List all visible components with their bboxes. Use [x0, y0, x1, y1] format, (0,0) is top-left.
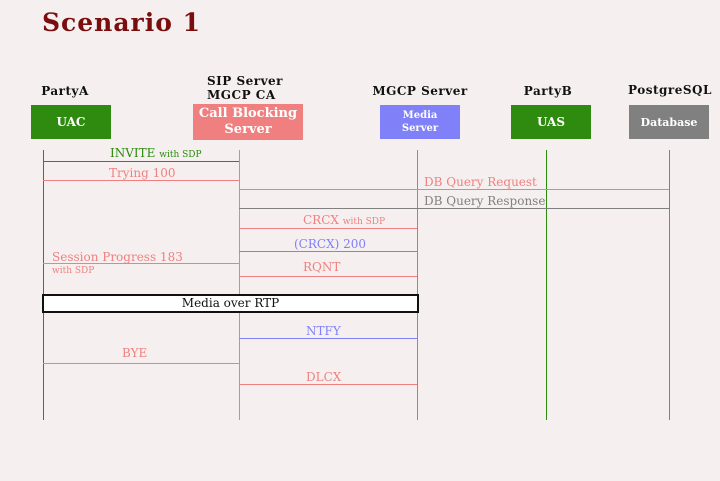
sip-server-label-line2: MGCP CA: [207, 88, 276, 102]
sip-server-lifeline: [239, 150, 240, 420]
mgcp-server-label: MGCP Server: [372, 84, 468, 98]
db-query-request-label: DB Query Request: [424, 175, 537, 189]
partyB-label: PartyB: [523, 84, 573, 98]
crcx-text: CRCX: [303, 213, 339, 227]
sip-server-label-line1: SIP Server: [206, 74, 284, 88]
media-over-rtp-box: Media over RTP: [42, 294, 419, 313]
dlcx-arrow: [239, 384, 417, 385]
sip-server-label: SIP Server MGCP CA: [190, 74, 300, 102]
crcx-200-arrow: [239, 251, 417, 252]
trying-arrow: [43, 180, 239, 181]
invite-label: INVITE with SDP: [110, 146, 202, 162]
ntfy-arrow: [239, 338, 417, 339]
postgresql-label: PostgreSQL: [628, 83, 712, 97]
session-progress-label: Session Progress 183: [52, 250, 183, 264]
uac-box: UAC: [31, 105, 111, 139]
bye-arrow: [43, 363, 239, 364]
ntfy-label: NTFY: [306, 324, 341, 338]
invite-text: INVITE: [110, 146, 156, 160]
crcx-200-label: (CRCX) 200: [294, 237, 367, 251]
page-title: Scenario 1: [42, 8, 201, 37]
partyA-label: PartyA: [41, 84, 89, 98]
trying-label: Trying 100: [109, 166, 176, 180]
call-blocking-server-box: Call Blocking Server: [193, 104, 303, 140]
invite-suffix: with SDP: [159, 150, 202, 160]
db-query-response-arrow: [239, 208, 669, 209]
uas-box-label: UAS: [536, 115, 566, 129]
partyB-lifeline: [546, 150, 547, 420]
rqnt-arrow: [239, 276, 417, 277]
session-progress-arrow: [43, 263, 239, 264]
crcx-suffix: with SDP: [342, 217, 386, 227]
db-query-request-arrow: [239, 189, 669, 190]
session-progress-suffix: with SDP: [52, 266, 95, 276]
db-query-response-label: DB Query Response: [424, 194, 546, 208]
bye-label: BYE: [122, 346, 148, 360]
rqnt-label: RQNT: [303, 260, 341, 274]
crcx-arrow: [239, 228, 417, 229]
postgresql-lifeline: [669, 150, 670, 420]
crcx-label: CRCX with SDP: [303, 213, 385, 229]
call-blocking-box-line2: Server: [224, 122, 272, 137]
media-server-box-line2: Server: [401, 123, 439, 134]
database-box-label: Database: [640, 115, 698, 129]
database-box: Database: [629, 105, 709, 139]
uas-box: UAS: [511, 105, 591, 139]
media-server-box: Media Server: [380, 105, 460, 139]
call-blocking-box-line1: Call Blocking: [198, 106, 298, 121]
mgcp-server-lifeline: [417, 150, 418, 420]
media-server-box-line1: Media: [402, 110, 438, 121]
partyA-lifeline: [43, 150, 44, 420]
invite-arrow: [43, 161, 239, 162]
dlcx-label: DLCX: [306, 370, 342, 384]
uac-box-label: UAC: [56, 115, 86, 129]
